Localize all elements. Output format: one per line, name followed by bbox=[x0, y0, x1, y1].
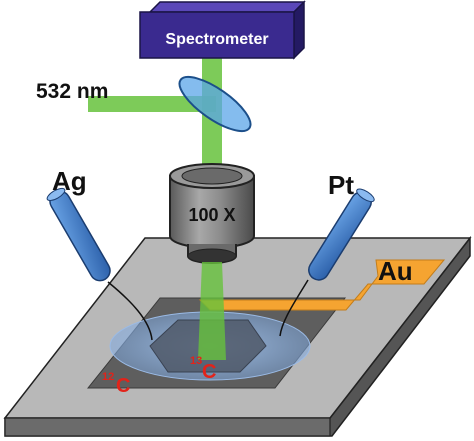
spectrometer-label: Spectrometer bbox=[165, 31, 268, 48]
objective-magnification-label: 100 X bbox=[188, 205, 235, 225]
dichroic-filter bbox=[178, 75, 252, 133]
13c-mass-label: 13 bbox=[190, 355, 202, 367]
ag-wire bbox=[107, 281, 153, 341]
12c-symbol-label: C bbox=[116, 375, 130, 397]
au-electrode-pad bbox=[198, 259, 446, 311]
ag-electrode bbox=[46, 187, 111, 282]
13c-symbol-label: C bbox=[202, 361, 216, 383]
pt-wire bbox=[279, 279, 309, 337]
objective-lens bbox=[169, 163, 255, 264]
laser-wavelength-label: 532 nm bbox=[36, 80, 108, 103]
pt-label: Pt bbox=[328, 170, 354, 200]
au-label: Au bbox=[378, 256, 413, 286]
laser-beam-input bbox=[88, 96, 216, 112]
spectrometer bbox=[139, 0, 306, 60]
ag-label: Ag bbox=[52, 166, 87, 196]
pt-electrode bbox=[308, 188, 375, 281]
12c-mass-label: 12 bbox=[102, 371, 114, 383]
laser-beam-focused bbox=[198, 262, 226, 360]
substrate-front-edge bbox=[4, 417, 331, 437]
